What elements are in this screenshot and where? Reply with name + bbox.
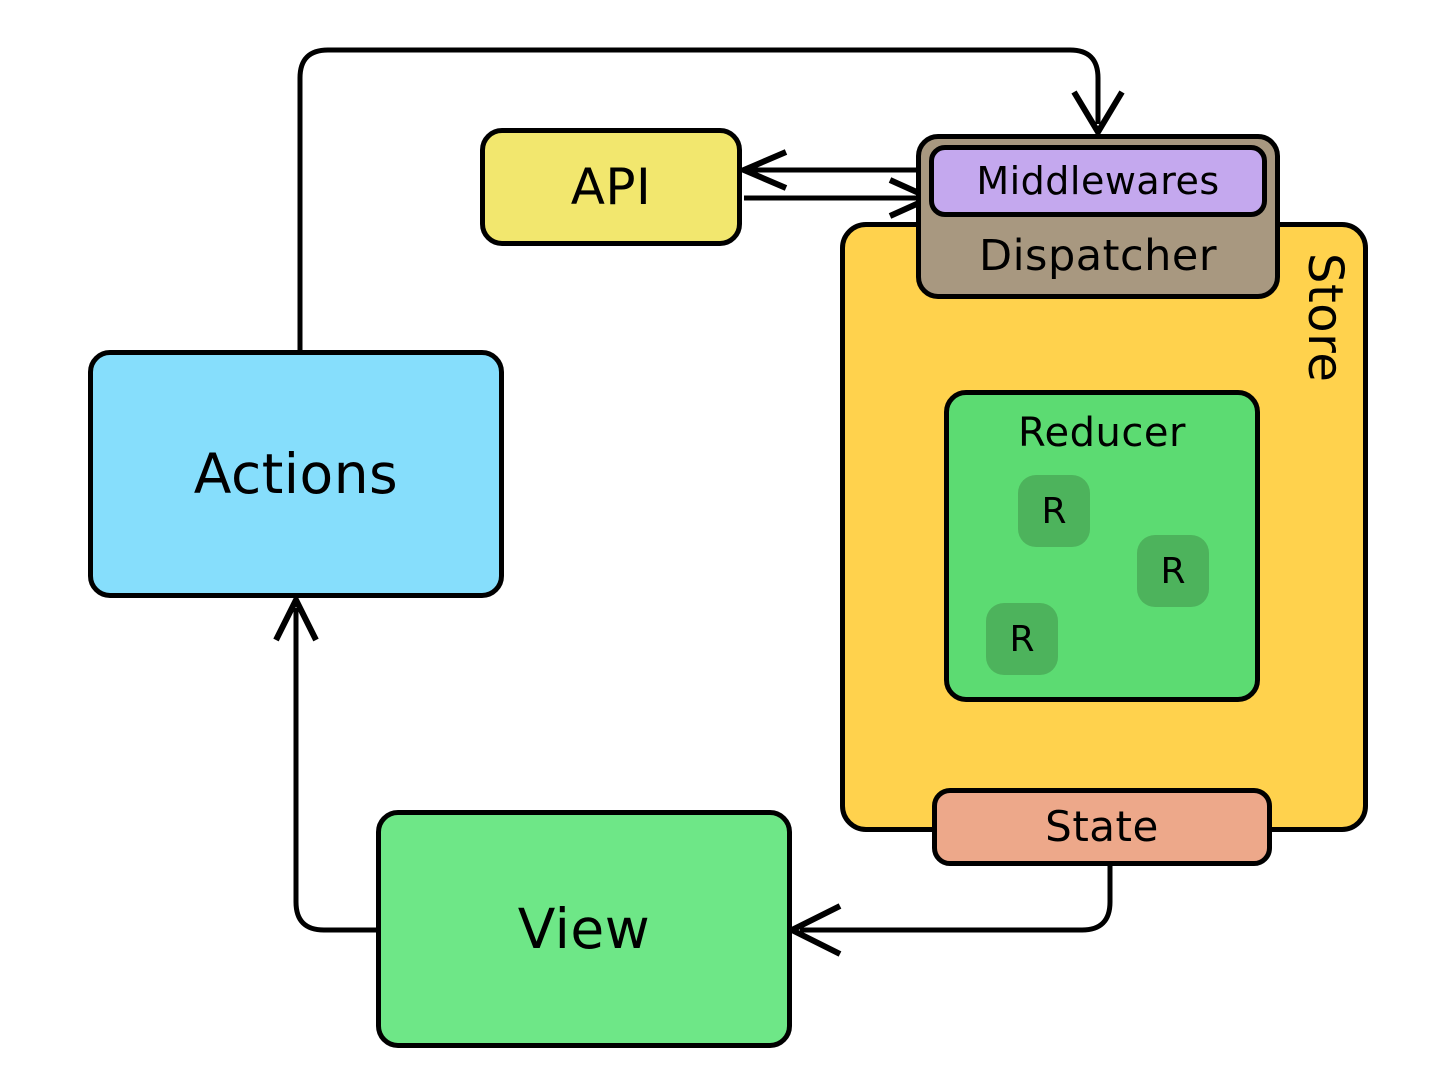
api-node[interactable]: API bbox=[480, 128, 742, 246]
store-label: Store bbox=[1297, 253, 1353, 383]
reducer-chip[interactable]: R bbox=[1137, 535, 1209, 607]
edge-state-to-view bbox=[800, 866, 1113, 933]
edge-middlewares-to-api-arrowhead bbox=[736, 149, 788, 191]
state-label: State bbox=[1045, 802, 1159, 851]
state-node[interactable]: State bbox=[932, 788, 1272, 866]
dispatcher-label: Dispatcher bbox=[979, 231, 1217, 281]
edge-actions-to-dispatcher-arrowhead bbox=[1071, 90, 1125, 138]
view-node[interactable]: View bbox=[376, 810, 792, 1048]
middlewares-node[interactable]: Middlewares bbox=[929, 145, 1267, 217]
actions-label: Actions bbox=[193, 441, 399, 506]
reducer-label: Reducer bbox=[1018, 410, 1186, 456]
view-label: View bbox=[517, 896, 651, 961]
edge-view-to-actions-arrowhead bbox=[273, 593, 319, 642]
actions-node[interactable]: Actions bbox=[88, 350, 504, 598]
api-label: API bbox=[570, 158, 652, 216]
middlewares-label: Middlewares bbox=[976, 159, 1220, 203]
edge-state-to-view-arrowhead bbox=[785, 903, 842, 957]
reducer-chip[interactable]: R bbox=[986, 603, 1058, 675]
edge-view-to-actions bbox=[293, 608, 376, 933]
reducer-chip[interactable]: R bbox=[1018, 475, 1090, 547]
